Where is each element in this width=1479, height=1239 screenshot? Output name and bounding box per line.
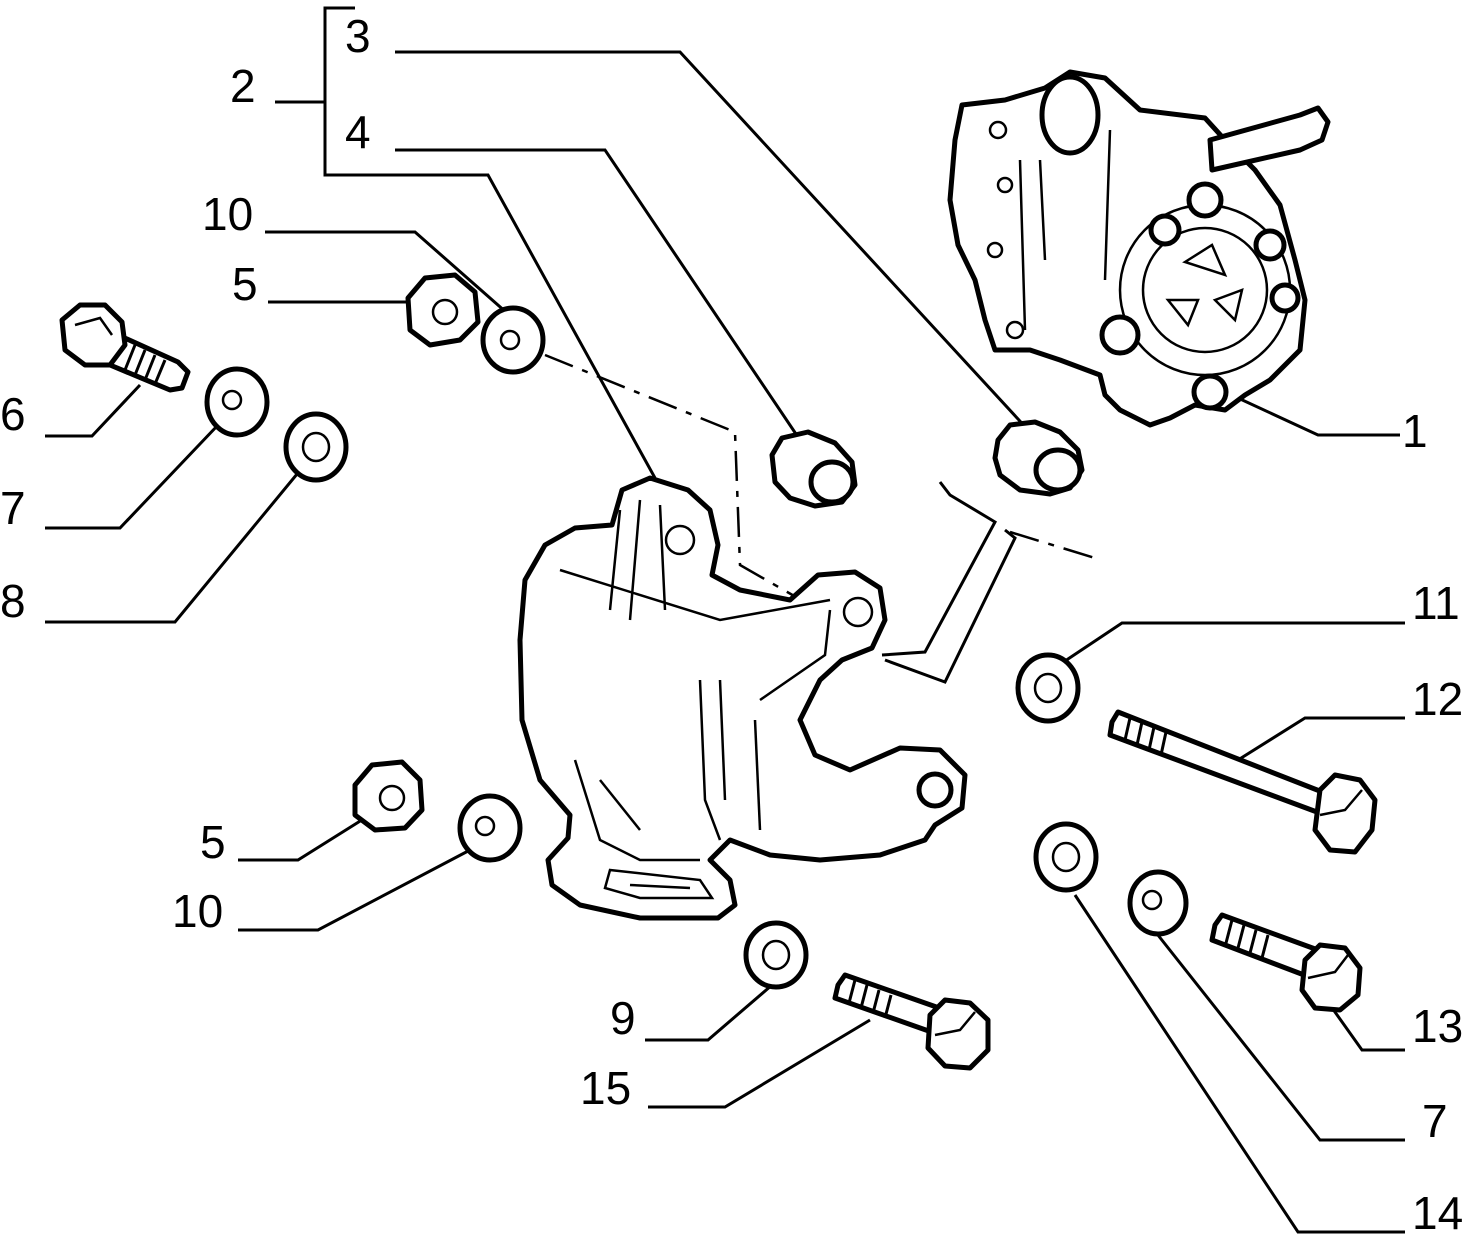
callout-8: 8 bbox=[0, 575, 26, 627]
bolt-13 bbox=[1209, 912, 1363, 1013]
bushing-3 bbox=[992, 419, 1085, 497]
leader-4 bbox=[395, 148, 802, 441]
bolt-12 bbox=[1107, 709, 1378, 855]
mounting-bracket bbox=[517, 475, 968, 921]
callout-7-right: 7 bbox=[1422, 1095, 1448, 1147]
leader-7-right bbox=[1148, 924, 1405, 1142]
leader-3 bbox=[395, 50, 1032, 434]
leader-7-left bbox=[45, 423, 220, 530]
callout-15: 15 bbox=[580, 1062, 631, 1114]
callout-1: 1 bbox=[1402, 405, 1428, 457]
callout-13: 13 bbox=[1412, 1000, 1463, 1052]
leader-5-bottom bbox=[238, 816, 366, 862]
washer-7-left bbox=[204, 366, 270, 438]
nut-5-bottom bbox=[352, 759, 425, 833]
leader-1 bbox=[1224, 390, 1400, 437]
callout-10-bottom: 10 bbox=[172, 885, 223, 937]
washer-9 bbox=[743, 920, 809, 990]
callout-14: 14 bbox=[1412, 1187, 1463, 1239]
axis-line-right bbox=[1009, 530, 1096, 560]
washer-10-bottom bbox=[457, 793, 523, 863]
bolt-6 bbox=[59, 302, 191, 393]
leader-2-bracket bbox=[323, 6, 657, 479]
bracket-mark bbox=[881, 481, 997, 657]
callout-12: 12 bbox=[1412, 673, 1463, 725]
washer-11 bbox=[1015, 652, 1081, 724]
leader-8 bbox=[45, 467, 304, 624]
callout-6: 6 bbox=[0, 388, 26, 440]
callout-11: 11 bbox=[1412, 577, 1460, 629]
washer-7-right bbox=[1127, 869, 1189, 937]
bracket-mark-2 bbox=[884, 528, 1017, 684]
callout-9: 9 bbox=[610, 992, 636, 1044]
washer-10-top bbox=[480, 305, 546, 375]
callout-3: 3 bbox=[345, 10, 371, 62]
callout-5-bottom: 5 bbox=[200, 816, 226, 868]
leader-14 bbox=[1073, 894, 1405, 1234]
leader-15 bbox=[648, 1018, 871, 1109]
callout-2: 2 bbox=[230, 60, 256, 112]
leader-10-top bbox=[265, 230, 516, 322]
washer-14 bbox=[1033, 821, 1099, 893]
callout-4: 4 bbox=[345, 106, 371, 158]
bolt-15 bbox=[832, 972, 991, 1071]
leader-lines bbox=[45, 6, 1405, 1234]
callout-labels: 1 2 3 4 5 5 6 7 7 8 9 10 10 11 12 13 14 … bbox=[0, 10, 1463, 1239]
leader-13 bbox=[1328, 1004, 1405, 1052]
callout-7-left: 7 bbox=[0, 482, 26, 534]
leader-9 bbox=[645, 983, 773, 1042]
axis-line-left bbox=[544, 353, 811, 607]
callout-5-top: 5 bbox=[232, 258, 258, 310]
nut-5-top bbox=[405, 272, 481, 348]
leader-6 bbox=[45, 383, 142, 438]
callout-10-top: 10 bbox=[202, 188, 253, 240]
leader-12 bbox=[1237, 716, 1405, 762]
power-steering-pump bbox=[947, 69, 1331, 428]
leader-11 bbox=[1061, 621, 1405, 665]
washer-8 bbox=[283, 411, 349, 483]
leader-10-bottom bbox=[238, 848, 471, 932]
bushing-4 bbox=[769, 429, 858, 509]
